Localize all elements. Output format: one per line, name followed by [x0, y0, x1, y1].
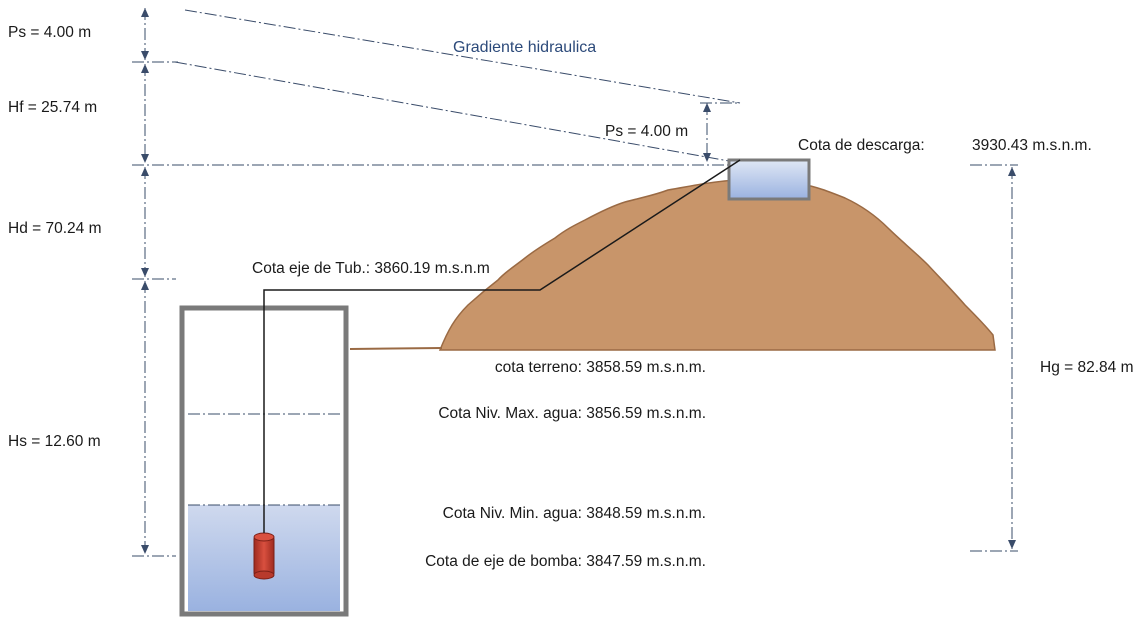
- gradient-line-lower: [174, 61, 741, 164]
- label-eje-bomba: Cota de eje de bomba: 3847.59 m.s.n.m.: [425, 553, 706, 570]
- pump: [253, 532, 275, 580]
- label-cota-descarga-value: 3930.43 m.s.n.m.: [972, 137, 1092, 154]
- dimension-hs: [141, 281, 149, 554]
- label-hs: Hs = 12.60 m: [8, 433, 101, 450]
- discharge-tank: [727, 158, 811, 201]
- label-hf: Hf = 25.74 m: [8, 99, 97, 116]
- ground-line: [349, 347, 443, 350]
- dimension-ps-right: [700, 102, 740, 162]
- label-gradient: Gradiente hidraulica: [453, 39, 596, 56]
- label-cota-terreno: cota terreno: 3858.59 m.s.n.m.: [495, 359, 706, 376]
- label-ps-left: Ps = 4.00 m: [8, 24, 91, 41]
- terrain-hill: [438, 179, 996, 351]
- dimension-hf: [141, 64, 149, 163]
- label-hd: Hd = 70.24 m: [8, 220, 101, 237]
- gradient-line-upper: [184, 9, 741, 104]
- label-cota-eje-tub: Cota eje de Tub.: 3860.19 m.s.n.m: [252, 260, 490, 277]
- label-niv-min: Cota Niv. Min. agua: 3848.59 m.s.n.m.: [443, 505, 706, 522]
- dimension-hd: [141, 167, 149, 277]
- label-cota-descarga: Cota de descarga:: [798, 137, 925, 154]
- label-hg: Hg = 82.84 m: [1040, 359, 1133, 376]
- label-ps-right: Ps = 4.00 m: [605, 123, 688, 140]
- label-niv-max: Cota Niv. Max. agua: 3856.59 m.s.n.m.: [438, 405, 706, 422]
- discharge-pipe: [263, 159, 741, 533]
- dimension-hg: [1008, 167, 1016, 549]
- dimension-ps-left: [141, 8, 149, 60]
